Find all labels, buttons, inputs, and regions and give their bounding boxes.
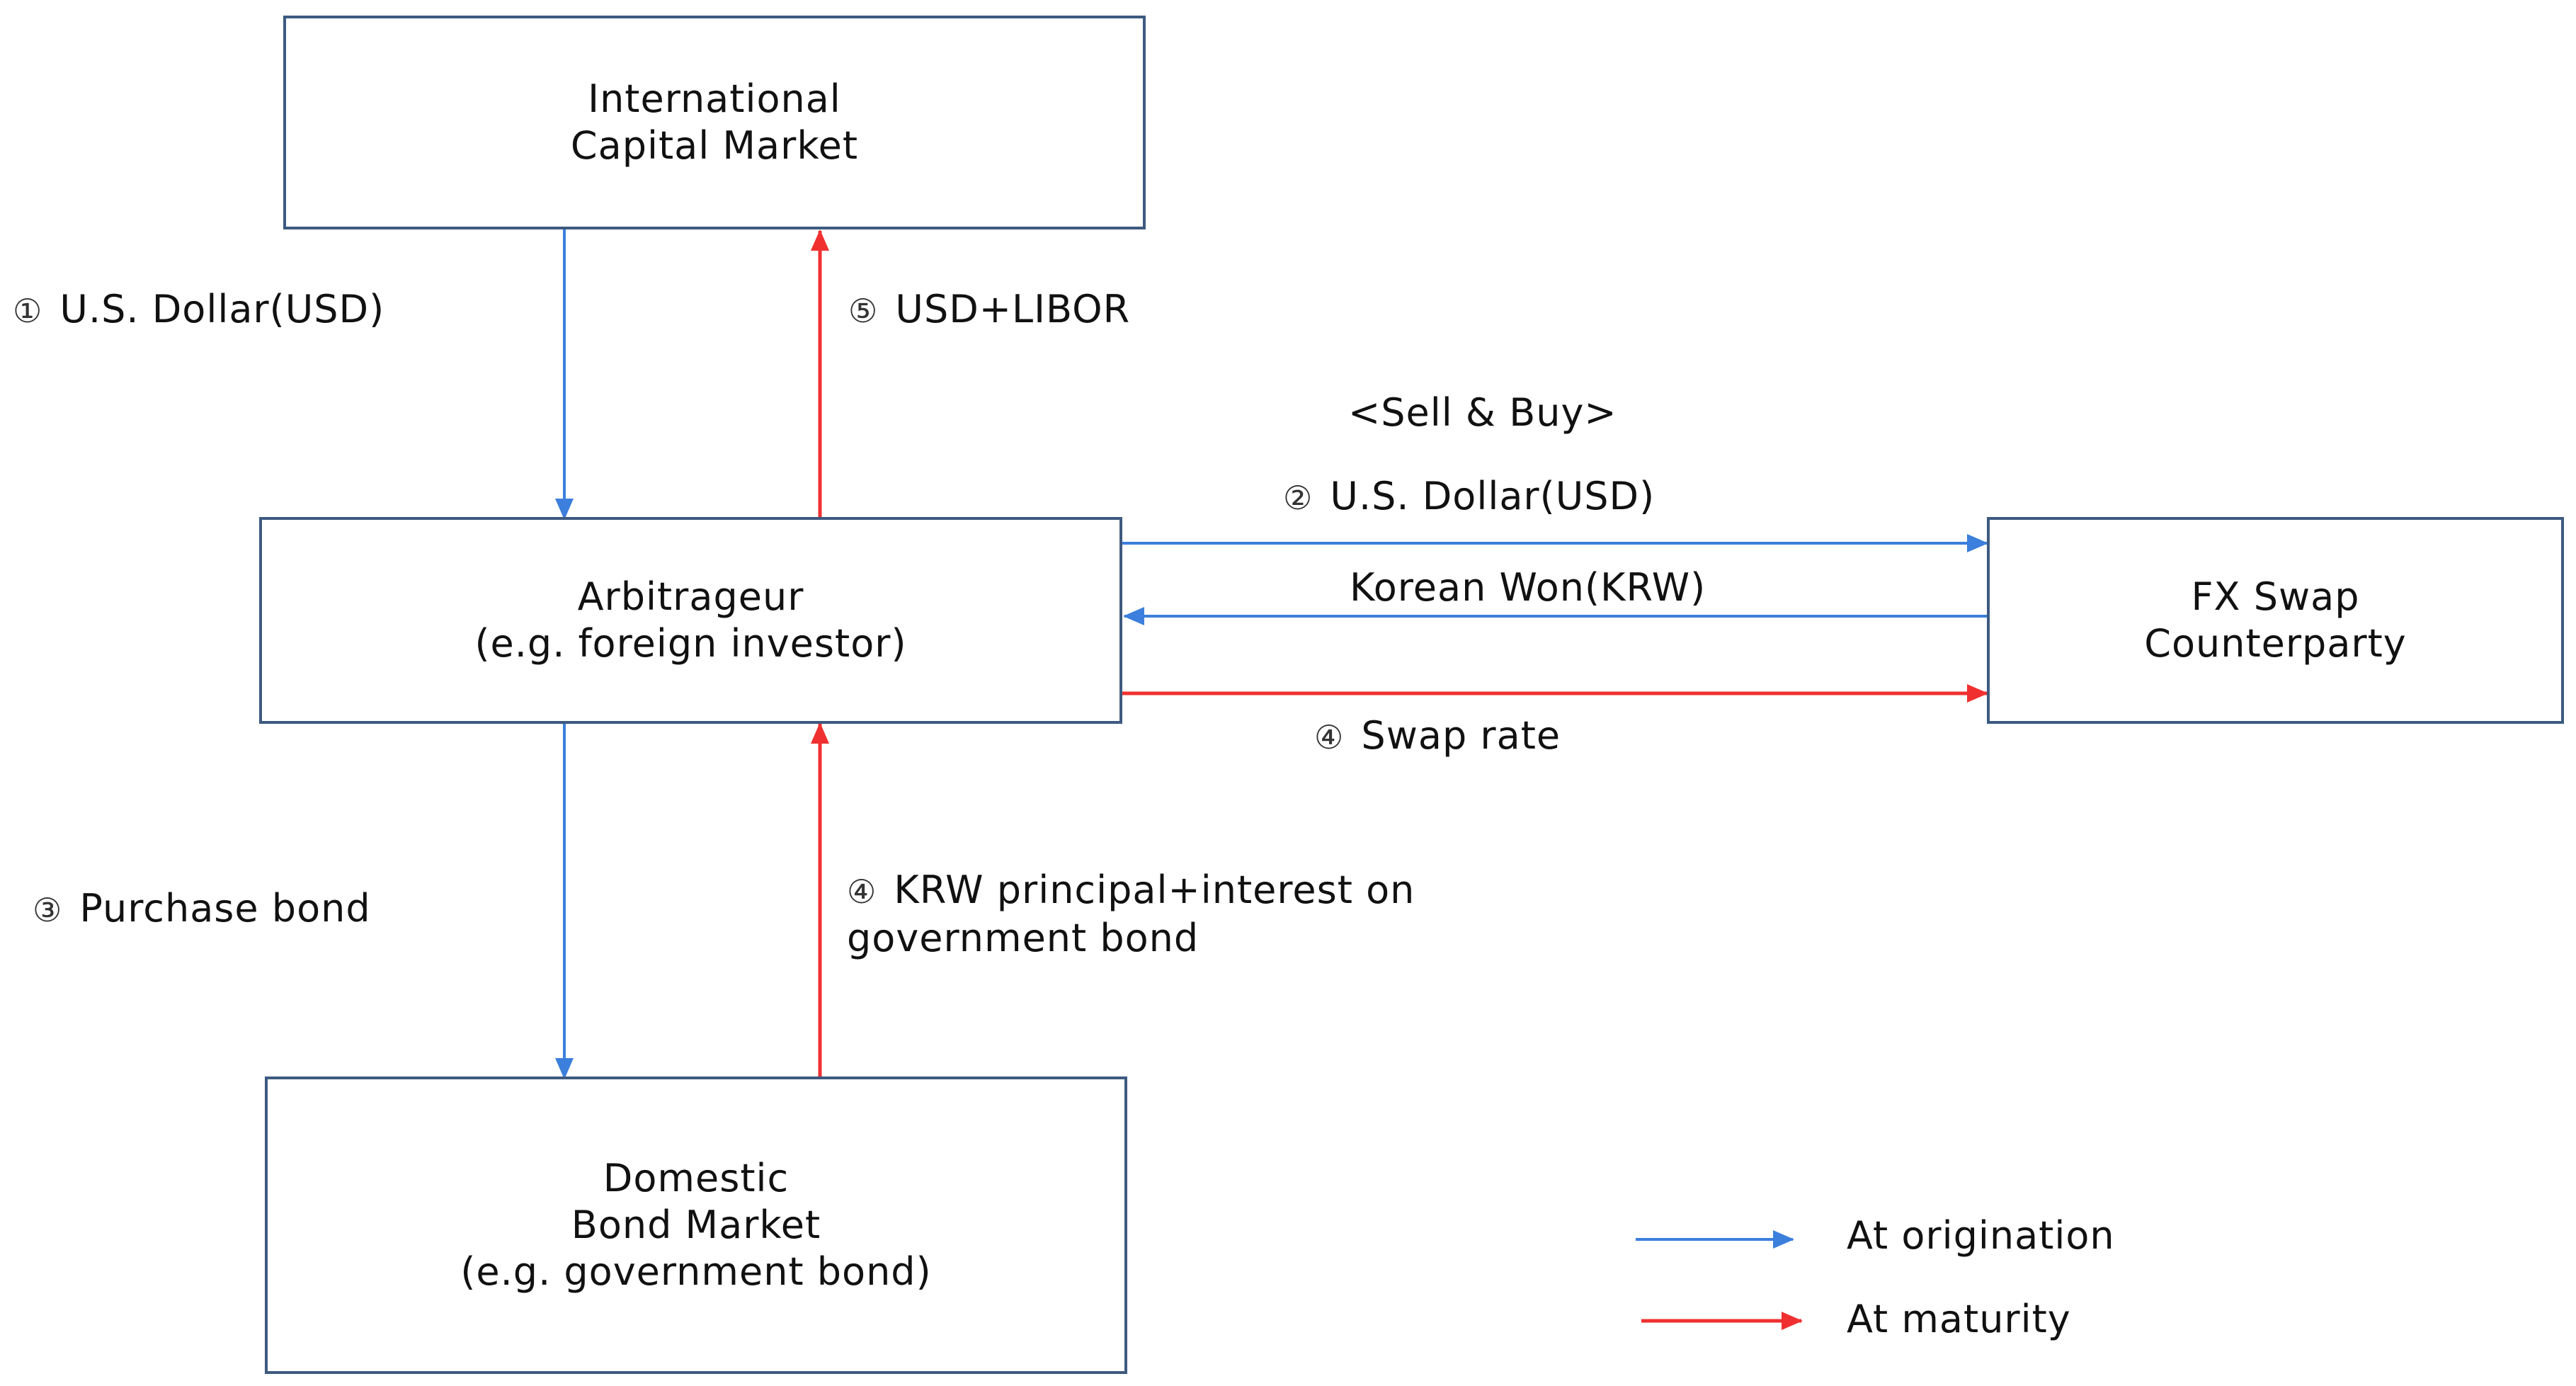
legend-maturity-label: At maturity	[1847, 1297, 2071, 1341]
domestic-bond-market-box: Domestic Bond Market (e.g. government bo…	[265, 1077, 1127, 1374]
international-box-line1: International	[588, 76, 841, 121]
step5-label: ⑤ USD+LIBOR	[848, 286, 1130, 334]
domestic-box-line3: (e.g. government bond)	[460, 1249, 932, 1294]
arbitrageur-box: Arbitrageur (e.g. foreign investor)	[259, 517, 1122, 724]
arbitrageur-box-line2: (e.g. foreign investor)	[474, 621, 907, 666]
step4-swap-text: Swap rate	[1361, 713, 1561, 758]
step3-text: Purchase bond	[79, 886, 371, 931]
step1-number: ①	[13, 292, 43, 330]
domestic-box-line1: Domestic	[603, 1156, 790, 1200]
step4-krw-line2: government bond	[847, 916, 1199, 960]
step2-label: ② U.S. Dollar(USD)	[1283, 473, 1655, 521]
step3-label: ③ Purchase bond	[33, 885, 371, 933]
korean-won-label: Korean Won(KRW)	[1350, 565, 1706, 610]
step4-swap-number: ④	[1314, 718, 1345, 756]
international-box-line2: Capital Market	[570, 123, 859, 168]
fxswap-box-line1: FX Swap	[2191, 574, 2360, 619]
step2-number: ②	[1283, 479, 1313, 517]
arbitrageur-box-line1: Arbitrageur	[577, 574, 804, 619]
step5-number: ⑤	[848, 292, 879, 330]
step2-text: U.S. Dollar(USD)	[1330, 474, 1655, 518]
international-capital-market-box: International Capital Market	[283, 16, 1146, 229]
step4-krw-number: ④	[847, 873, 877, 911]
sell-buy-label: <Sell & Buy>	[1348, 390, 1617, 435]
step4-krw-line1: KRW principal+interest on	[894, 868, 1415, 912]
step1-text: U.S. Dollar(USD)	[59, 287, 385, 331]
step4-krw-label: ④ KRW principal+interest on government b…	[847, 867, 1415, 962]
step1-label: ① U.S. Dollar(USD)	[13, 286, 384, 334]
step4-swap-label: ④ Swap rate	[1314, 712, 1561, 761]
legend-origination-label: At origination	[1847, 1213, 2115, 1258]
fxswap-box-line2: Counterparty	[2144, 621, 2407, 666]
domestic-box-line2: Bond Market	[571, 1203, 821, 1247]
step5-text: USD+LIBOR	[895, 287, 1131, 331]
step3-number: ③	[33, 891, 63, 929]
fx-swap-counterparty-box: FX Swap Counterparty	[1987, 517, 2564, 724]
